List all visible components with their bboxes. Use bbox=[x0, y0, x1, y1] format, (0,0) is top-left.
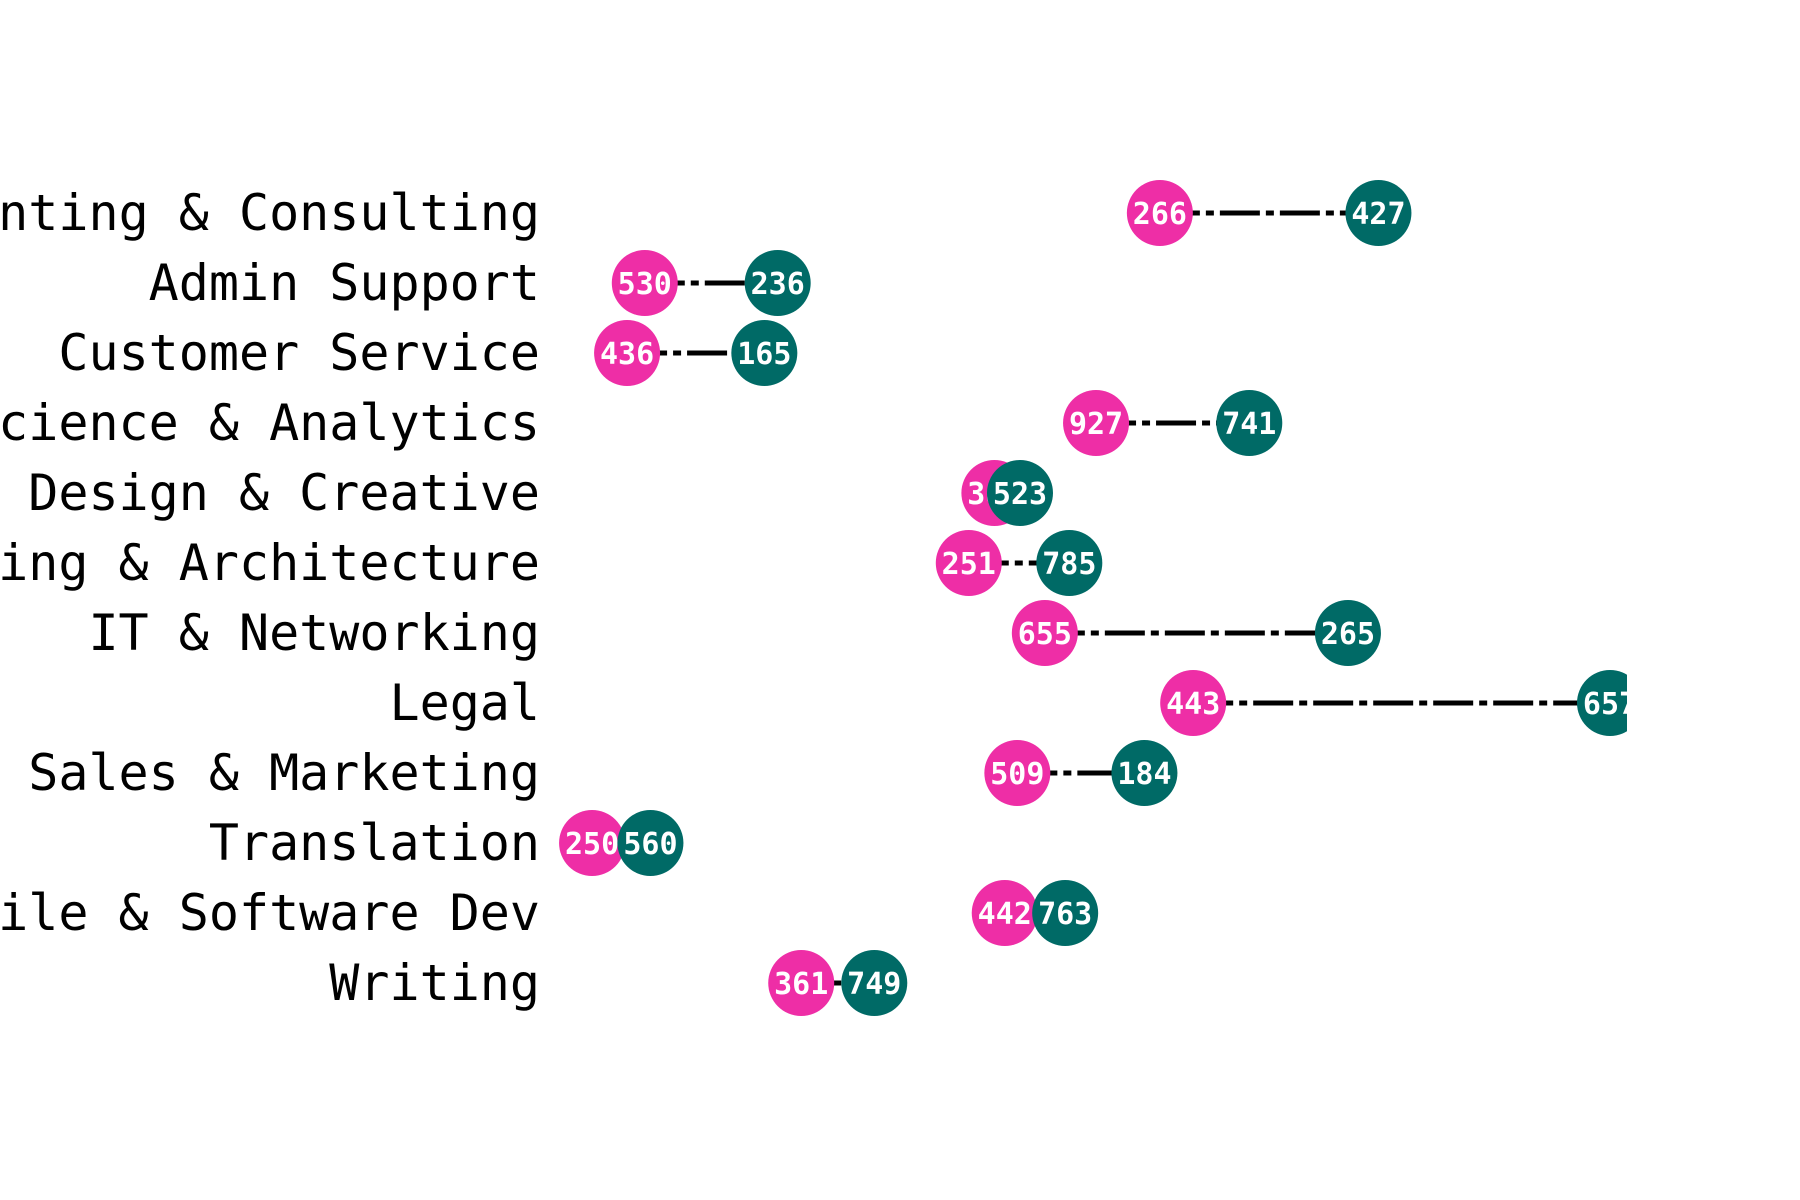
start-point bbox=[1063, 390, 1130, 456]
start-value-label: 927 bbox=[1069, 407, 1123, 442]
end-point bbox=[744, 250, 811, 316]
start-point bbox=[594, 320, 661, 386]
start-point bbox=[984, 740, 1051, 806]
end-value-label: 560 bbox=[623, 827, 677, 862]
start-value-label: 442 bbox=[978, 897, 1032, 932]
end-value-label: 265 bbox=[1321, 617, 1375, 652]
end-point bbox=[1314, 600, 1381, 666]
start-point bbox=[611, 250, 678, 316]
category-label: Accounting & Consulting bbox=[0, 184, 540, 242]
category-label: Admin Support bbox=[149, 254, 540, 312]
category-label: Web, Mobile & Software Dev bbox=[0, 884, 540, 942]
end-point bbox=[1577, 670, 1627, 736]
end-point bbox=[1216, 390, 1283, 456]
end-point bbox=[1345, 180, 1412, 246]
category-label: Sales & Marketing bbox=[28, 744, 540, 802]
end-value-label: 657 bbox=[1583, 687, 1637, 722]
start-value-label: 655 bbox=[1018, 617, 1072, 652]
start-point bbox=[1160, 670, 1227, 736]
end-value-label: 165 bbox=[737, 337, 791, 372]
end-value-label: 749 bbox=[847, 967, 901, 1002]
category-label: Translation bbox=[209, 814, 540, 872]
category-label: Data Science & Analytics bbox=[0, 394, 540, 452]
start-value-label: 361 bbox=[774, 967, 828, 1002]
end-value-label: 741 bbox=[1222, 407, 1276, 442]
category-label: Writing bbox=[329, 954, 540, 1012]
start-value-label: 251 bbox=[942, 547, 996, 582]
start-point bbox=[768, 950, 835, 1016]
category-label: Customer Service bbox=[58, 324, 540, 382]
end-point bbox=[731, 320, 798, 386]
start-value-label: 530 bbox=[618, 267, 672, 302]
start-point bbox=[971, 880, 1038, 946]
category-label: Design & Creative bbox=[28, 464, 540, 522]
end-point bbox=[841, 950, 908, 1016]
end-value-label: 236 bbox=[751, 267, 805, 302]
end-point bbox=[1111, 740, 1178, 806]
start-value-label: 266 bbox=[1133, 197, 1187, 232]
end-point bbox=[986, 460, 1053, 526]
start-point bbox=[935, 530, 1002, 596]
start-point bbox=[559, 810, 626, 876]
start-point bbox=[1126, 180, 1193, 246]
end-point bbox=[1036, 530, 1103, 596]
category-label: Engineering & Architecture bbox=[0, 534, 540, 592]
plot-area: 2664275302364361659277413875232517856552… bbox=[559, 180, 1637, 1016]
category-label: Legal bbox=[389, 674, 540, 732]
end-value-label: 523 bbox=[993, 477, 1047, 512]
end-value-label: 427 bbox=[1351, 197, 1405, 232]
end-value-label: 184 bbox=[1117, 757, 1171, 792]
end-value-label: 785 bbox=[1042, 547, 1096, 582]
end-point bbox=[617, 810, 684, 876]
start-point bbox=[1011, 600, 1078, 666]
start-value-label: 443 bbox=[1166, 687, 1220, 722]
category-label: IT & Networking bbox=[88, 604, 540, 662]
start-value-label: 250 bbox=[565, 827, 619, 862]
end-point bbox=[1032, 880, 1099, 946]
start-value-label: 436 bbox=[600, 337, 654, 372]
end-value-label: 763 bbox=[1038, 897, 1092, 932]
start-value-label: 509 bbox=[990, 757, 1044, 792]
